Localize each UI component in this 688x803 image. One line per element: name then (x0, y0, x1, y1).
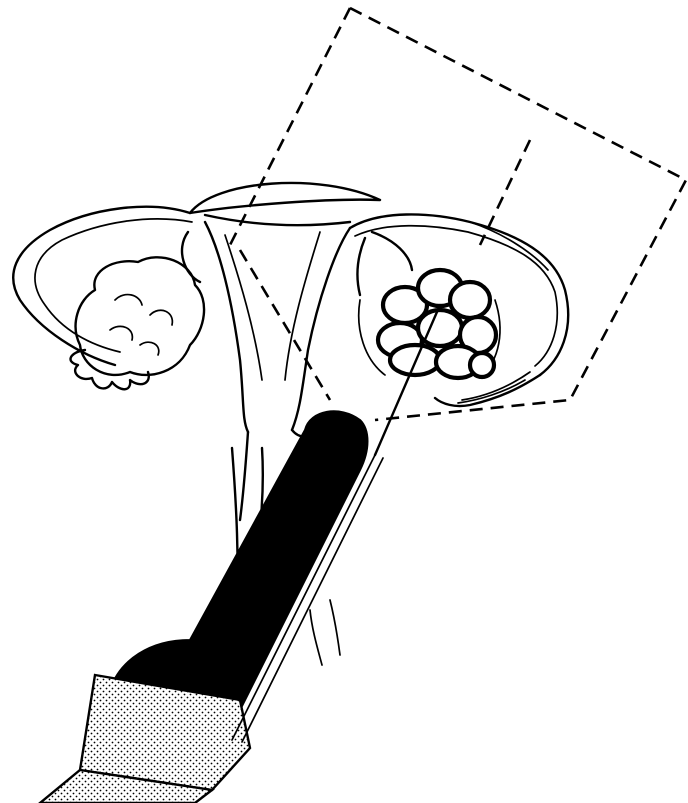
transvaginal-probe (40, 411, 368, 803)
follicle (450, 282, 490, 318)
left-ovary (71, 232, 205, 389)
follicle (470, 353, 494, 377)
right-ovary (358, 232, 500, 378)
left-fallopian-tube (13, 207, 192, 365)
